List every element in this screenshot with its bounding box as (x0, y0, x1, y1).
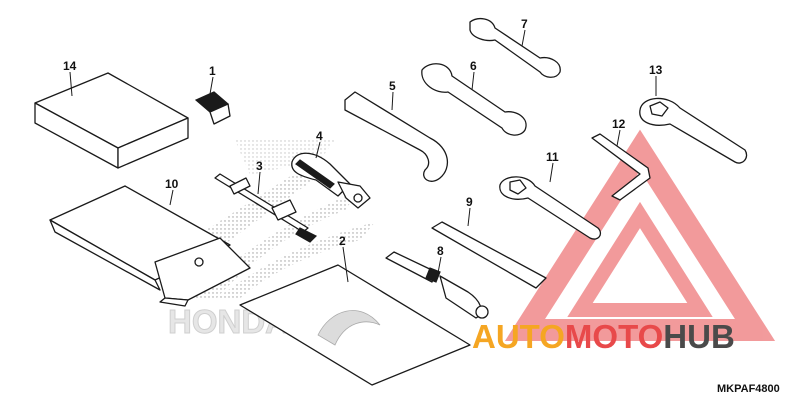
callout-14: 14 (63, 59, 77, 73)
part-spark-plug-wrench (385, 251, 489, 319)
svg-text:AUTOMOTOHUB: AUTOMOTOHUB (472, 318, 735, 355)
callout-4: 4 (316, 129, 323, 143)
callout-12: 12 (612, 117, 626, 131)
part-tool-bag (49, 185, 251, 307)
part-ring-spanner (639, 76, 748, 164)
part-screwdriver-handle (291, 141, 371, 209)
diagram-code: MKPAF4800 (717, 383, 780, 395)
part-document (239, 246, 471, 386)
site-text-auto: AUTO (472, 318, 565, 355)
callout-labels: 1 2 3 4 5 6 7 8 9 10 11 12 13 14 (63, 17, 663, 258)
part-pin-spanner (344, 91, 449, 182)
site-text-moto: MOTO (565, 318, 663, 355)
callout-11: 11 (546, 150, 559, 164)
part-extension-bar (431, 207, 547, 289)
callout-8: 8 (437, 244, 444, 258)
part-hex-key (591, 129, 651, 201)
site-logo-text: AUTOMOTOHUB (472, 318, 735, 355)
part-owners-manual (34, 71, 189, 169)
callout-6: 6 (470, 59, 477, 73)
part-fuse-puller (194, 76, 231, 125)
callout-1: 1 (209, 64, 216, 78)
callout-7: 7 (521, 17, 528, 31)
callout-2: 2 (339, 234, 346, 248)
site-text-hub: HUB (663, 318, 735, 355)
callout-3: 3 (256, 159, 263, 173)
part-open-wrench-medium (421, 63, 527, 136)
part-screwdriver-bit (214, 171, 318, 243)
callout-5: 5 (389, 79, 396, 93)
part-box-wrench (499, 162, 602, 240)
callout-9: 9 (466, 195, 473, 209)
site-logo-triangle (504, 129, 776, 341)
callout-10: 10 (165, 177, 179, 191)
callout-13: 13 (649, 63, 663, 77)
part-open-wrench-small (469, 17, 561, 78)
